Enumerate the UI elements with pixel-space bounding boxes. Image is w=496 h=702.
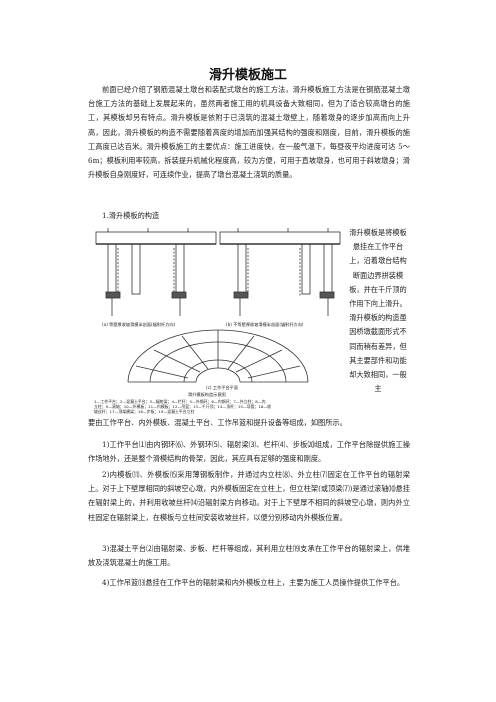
legend-line-1: 1—工作平台；2—混凝土平台；3—辐射梁；4—栏杆；5—外钢环；6—内钢环；7—… [94, 399, 266, 404]
section-a-drawing [95, 228, 217, 316]
page-title: 滑升模板施工 [208, 68, 287, 83]
side-paragraph: 滑升模板是将模板悬挂在工作平台上，沿着墩台结构断面边界拼装模板，并在千斤顶的作用… [349, 228, 407, 394]
caption-b: (b) 不等壁厚收坡滑模半剖面(辐射杆方向) [226, 321, 304, 328]
legend-line-2: 立柱；9—滚轴；10—外模板；11—内模板；12—吊篮；13—千斤顶；14—顶杆… [94, 404, 271, 409]
item-2: 2)内模板⑾、外模板⒂采用薄钢板制作，并通过内立柱⑻、外立柱⑺固定在工作平台的辐… [88, 470, 410, 522]
caption-a: (a) 等壁厚收坡滑模半剖面(辐射杆方向) [102, 321, 176, 328]
section-heading: 1.滑升模板的构造 [102, 211, 160, 220]
caption-c: (c) 工作平台平面 [206, 384, 238, 391]
slipform-figure: (a) 等壁厚收坡滑模半剖面(辐射杆方向) (b) 不等壁厚收坡滑模半剖面(辐射… [88, 226, 345, 417]
caption-title: 滑升模板构造示意图 [188, 391, 226, 398]
after-figure-text: 要由工作平台、内外模板、混凝土平台、工作吊篮和提升设备等组成，如图所示。 [88, 418, 347, 427]
item-1: 1)工作平台⑴由内钢环⑹、外钢环⑸、辐射梁⑶、栏杆⑷、步板⒇组成，工作平台除提供… [88, 440, 410, 464]
slipform-diagram: (a) 等壁厚收坡滑模半剖面(辐射杆方向) (b) 不等壁厚收坡滑模半剖面(辐射… [94, 228, 341, 414]
plan-c-drawing [127, 329, 309, 383]
intro-paragraph: 前面已经介绍了钢筋混凝土墩台和装配式墩台的施工方法，滑升模板施工方法是在钢筋混凝… [88, 85, 410, 180]
section-b-drawing [219, 228, 341, 316]
legend-line-3: 坡丝杆；17—顶架横梁；18—步板；19—混凝土平台立柱 [94, 409, 195, 414]
item-4: 4)工作吊篮⒀悬挂在工作平台的辐射梁和内外模板立柱上，主要为施工人员操作提供工作… [102, 578, 405, 587]
item-3: 3)混凝土平台⑵由辐射梁、步板、栏杆等组成，其利用立柱⒆支承在工作平台的辐射梁上… [88, 544, 410, 568]
